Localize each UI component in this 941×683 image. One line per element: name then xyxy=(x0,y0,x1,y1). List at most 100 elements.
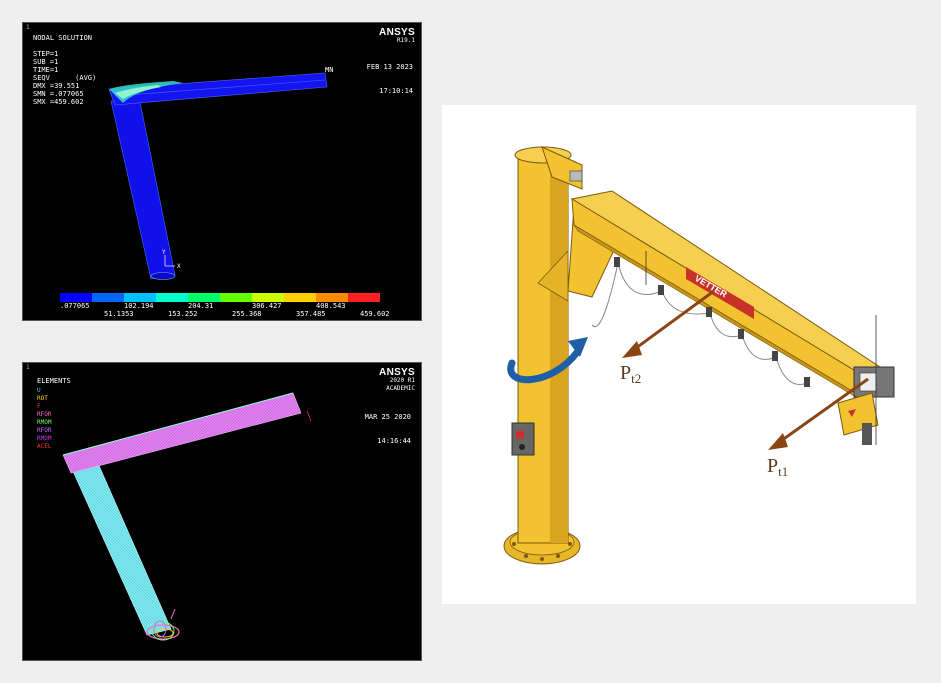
force-subscript: t1 xyxy=(778,464,789,479)
time-text: 14:16:44 xyxy=(377,437,411,445)
bolt xyxy=(512,542,516,546)
trolley xyxy=(706,307,712,317)
base-constraint-cluster-3 xyxy=(156,628,174,638)
frame-number: 1 xyxy=(26,24,30,31)
jib-crane-illustration: VETTER xyxy=(442,105,916,604)
force-symbol: P xyxy=(620,362,632,384)
column-mesh xyxy=(70,460,172,636)
colorbar-segment xyxy=(316,293,348,302)
legend-item: RFOR xyxy=(37,411,52,418)
pivot-pin xyxy=(569,170,583,182)
colorbar-label: 408.543 xyxy=(316,302,346,310)
colorbar-segment xyxy=(220,293,252,302)
colorbar-segment xyxy=(188,293,220,302)
crane-drawing: VETTER xyxy=(503,146,895,565)
ansys-edition: ACADEMIC xyxy=(386,385,415,392)
header-line: TIME=1 xyxy=(33,66,59,74)
joint-stress-core xyxy=(115,85,161,99)
hook-block xyxy=(862,423,872,445)
boom-top-face xyxy=(570,190,882,376)
colorbar-label: 255.368 xyxy=(232,310,262,318)
force-pt1-label: Pt1 xyxy=(767,455,788,480)
base-constraint-arrow xyxy=(170,608,176,620)
force-pt1-arrow xyxy=(777,377,869,445)
legend-item: RMOM xyxy=(37,435,52,442)
colorbar-segment xyxy=(284,293,316,302)
hoist-logo xyxy=(848,409,856,417)
legend-item: F xyxy=(37,403,41,410)
column-base xyxy=(150,272,176,280)
colorbar-label: 51.1353 xyxy=(104,310,134,318)
force-pt1-arrowhead xyxy=(768,433,788,450)
festoon-trolleys xyxy=(614,257,810,387)
strut-rib xyxy=(537,249,569,302)
bolt xyxy=(524,554,528,558)
boom-bottom-flange xyxy=(573,224,867,404)
legend-item: RFOR xyxy=(37,427,52,434)
timestamp: MAR 25 2020 14:16:44 xyxy=(365,397,411,461)
boom-edge-line xyxy=(114,79,326,97)
base-constraint-cluster xyxy=(146,624,180,640)
colorbar-label: 153.252 xyxy=(168,310,198,318)
colorbar-label: 459.602 xyxy=(360,310,390,318)
colorbar-segment xyxy=(92,293,124,302)
trolley xyxy=(804,377,810,387)
date-text: FEB 13 2023 xyxy=(366,63,413,71)
mesh-model-view xyxy=(62,392,312,641)
force-subscript: t2 xyxy=(631,371,642,386)
header-line: SEQV (AVG) xyxy=(33,74,97,82)
bolt xyxy=(568,542,572,546)
force-pt2-arrow xyxy=(631,289,715,353)
ansys-logo: ANSYS xyxy=(379,367,415,378)
elements-title: ELEMENTS xyxy=(37,377,71,385)
force-pt2-arrowhead xyxy=(622,341,642,358)
control-button xyxy=(516,431,524,439)
boom-mesh xyxy=(62,392,302,474)
frame-number: 1 xyxy=(26,364,30,371)
header-line: DMX =39.551 xyxy=(33,82,80,90)
colorbar-label: 357.485 xyxy=(296,310,326,318)
axis-y-label: Y xyxy=(162,249,166,256)
legend-item: RMOM xyxy=(37,419,52,426)
tip-load-arrow xyxy=(306,410,312,422)
colorbar-label: 306.427 xyxy=(252,302,282,310)
boom-side-face xyxy=(571,198,863,398)
boom-top-edge xyxy=(62,392,294,456)
force-symbol: P xyxy=(767,455,779,477)
column-shade xyxy=(550,155,568,543)
colorbar-segment xyxy=(124,293,156,302)
axis-x-label: X xyxy=(177,263,181,270)
stress-model-view: Y X xyxy=(108,72,328,280)
header-line: SMX =459.602 xyxy=(33,98,84,106)
colorbar-segment xyxy=(252,293,284,302)
legend-item: U xyxy=(37,387,41,394)
base-constraint-cluster-4 xyxy=(153,620,167,638)
trolley xyxy=(772,351,778,361)
header-line: SMN =.077065 xyxy=(33,90,84,98)
trolley xyxy=(658,285,664,295)
slew-rotation-arrow xyxy=(507,347,582,384)
header-line: STEP=1 xyxy=(33,50,59,58)
force-pt2-label: Pt2 xyxy=(620,362,641,387)
header-line: NODAL SOLUTION xyxy=(33,34,93,42)
colorbar-label: 204.31 xyxy=(188,302,214,310)
slew-arrowhead xyxy=(568,337,588,357)
header-line: SUB =1 xyxy=(33,58,59,66)
bolt xyxy=(540,557,544,561)
colorbar-segment xyxy=(60,293,92,302)
trolley xyxy=(614,257,620,267)
ansys-release: R19.1 xyxy=(396,37,415,44)
colorbar-label: .077065 xyxy=(60,302,90,310)
date-text: MAR 25 2020 xyxy=(364,413,411,421)
time-text: 17:10:14 xyxy=(379,87,413,95)
trolley xyxy=(738,329,744,339)
joint-stress-region xyxy=(109,81,183,103)
ansys-release: 2020 R1 xyxy=(389,377,415,384)
ansys-logo: ANSYS xyxy=(379,27,415,38)
boom-shape xyxy=(108,72,328,106)
legend-item: ACEL xyxy=(37,443,52,450)
